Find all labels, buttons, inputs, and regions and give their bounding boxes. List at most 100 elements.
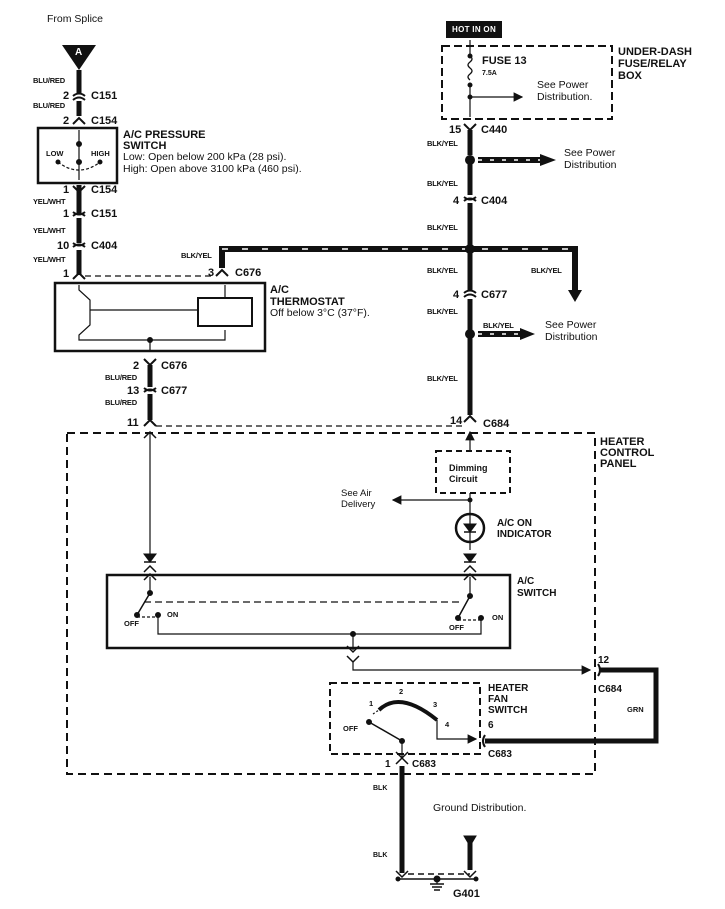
see-power-link-2[interactable]: See Power — [564, 147, 616, 159]
connector-label: C151 — [91, 208, 118, 220]
connector-label: C677 — [161, 385, 188, 397]
wire-color-label: YEL/WHT — [33, 197, 66, 206]
connector-label: C676 — [235, 267, 262, 279]
fan-off-label: OFF — [343, 724, 358, 733]
thermostat-box — [53, 281, 267, 353]
wire-color-label: BLK/YEL — [427, 307, 458, 316]
fuse-box-title-3: BOX — [618, 70, 642, 82]
pin-label: 1 — [385, 759, 391, 770]
connector-label: C676 — [161, 360, 188, 372]
connector-label: C683 — [412, 759, 436, 770]
see-power-link-1b[interactable]: Distribution. — [537, 91, 593, 103]
pressure-switch-low-spec: Low: Open below 200 kPa (28 psi). — [123, 151, 287, 163]
thermostat-title-2: THERMOSTAT — [270, 296, 345, 308]
from-splice-label: From Splice — [47, 13, 104, 25]
wire-color-label: BLK/YEL — [427, 374, 458, 383]
ground-wire — [395, 766, 479, 882]
ac-indicator-label-2: INDICATOR — [497, 529, 552, 540]
power-branch-2 — [465, 328, 535, 340]
off-label: OFF — [449, 623, 464, 632]
wire-color-label: BLK/YEL — [483, 321, 514, 330]
pin-label: 1 — [63, 268, 70, 280]
ground-icon — [430, 875, 444, 891]
wire-color-label: YEL/WHT — [33, 226, 66, 235]
wire-color-label: BLU/RED — [33, 76, 65, 85]
high-label: HIGH — [91, 149, 110, 158]
pin-label: 4 — [453, 195, 460, 207]
indicator-circuit — [391, 430, 511, 581]
pin-label: 2 — [133, 360, 140, 372]
pin-label: 2 — [63, 115, 70, 127]
pin-label: 1 — [63, 184, 70, 196]
see-power-link-3b[interactable]: Distribution — [545, 331, 598, 343]
heater-panel-title-3: PANEL — [600, 458, 637, 470]
pressure-switch-box — [36, 126, 119, 185]
fan-switch-title-1: HEATER — [488, 683, 529, 694]
heater-fan-switch — [329, 682, 481, 765]
ac-indicator-label-1: A/C ON — [497, 518, 532, 529]
low-label: LOW — [46, 149, 64, 158]
see-air-delivery-link-b[interactable]: Delivery — [341, 499, 376, 510]
see-power-link-3[interactable]: See Power — [545, 319, 597, 331]
fuse-name: FUSE 13 — [482, 55, 527, 67]
ac-switch-box — [105, 573, 592, 675]
see-power-link-1[interactable]: See Power — [537, 79, 589, 91]
pin-label: 11 — [127, 417, 139, 429]
pin-label: 13 — [127, 385, 140, 397]
wire-color-label: BLK/YEL — [427, 139, 458, 148]
connector-label: C440 — [481, 124, 508, 136]
fuse-box — [441, 40, 613, 120]
thermostat-title-1: A/C — [270, 284, 289, 296]
fan-switch-title-2: FAN — [488, 694, 508, 705]
see-air-delivery-link[interactable]: See Air — [341, 488, 372, 499]
connector-label: C404 — [481, 195, 508, 207]
ground-distribution-link[interactable]: Ground Distribution. — [433, 802, 527, 814]
splice-letter: A — [75, 47, 83, 58]
connector-label: C677 — [481, 289, 508, 301]
wire-color-label: BLK/YEL — [427, 223, 458, 232]
wire-color-label: BLK/YEL — [427, 179, 458, 188]
wire-color-label: BLK — [373, 785, 388, 792]
connector-label: C404 — [91, 240, 118, 252]
wire-color-label: BLK — [373, 852, 388, 859]
pin-label: 10 — [57, 240, 70, 252]
connector-label: C154 — [91, 115, 118, 127]
heater-panel-title-2: CONTROL — [600, 447, 655, 459]
ac-switch-title-2: SWITCH — [517, 588, 557, 599]
connector-label: C684 — [483, 418, 510, 430]
left-switch-feed — [143, 430, 157, 581]
wire-color-label: BLK/YEL — [181, 251, 212, 260]
fuse-rating: 7.5A — [482, 70, 497, 77]
pin-label: 14 — [450, 415, 463, 427]
fan-pos-4: 4 — [445, 720, 450, 729]
wire-color-label: BLK/YEL — [531, 266, 562, 275]
wire-color-label: BLK/YEL — [427, 266, 458, 275]
thermostat-lower-chain — [143, 358, 465, 427]
pin-label: 6 — [488, 720, 494, 731]
wire-color-label: BLU/RED — [105, 373, 137, 382]
left-wire-chain — [72, 70, 86, 280]
wire-color-label: YEL/WHT — [33, 255, 66, 264]
heater-control-panel-box — [66, 432, 596, 775]
grn-wire — [482, 663, 659, 748]
thermostat-spec: Off below 3°C (37°F). — [270, 307, 370, 319]
pin-label: 3 — [208, 267, 215, 279]
pin-label: 15 — [449, 124, 462, 136]
pressure-switch-high-spec: High: Open above 3100 kPa (460 psi). — [123, 163, 302, 175]
ac-switch-title-1: A/C — [517, 576, 535, 587]
wire-color-label: BLU/RED — [105, 398, 137, 407]
pressure-switch-title-1: A/C PRESSURE — [123, 129, 206, 141]
wire-color-label: GRN — [627, 705, 644, 714]
on-label: ON — [492, 613, 504, 622]
pin-label: 2 — [63, 90, 70, 102]
power-branch-1 — [465, 154, 556, 166]
fuse-box-title-1: UNDER-DASH — [618, 46, 692, 58]
hot-in-on-badge: HOT IN ON — [446, 21, 503, 38]
heater-panel-title-1: HEATER — [600, 436, 645, 448]
pressure-switch-title-2: SWITCH — [123, 140, 167, 152]
see-power-link-2b[interactable]: Distribution — [564, 159, 617, 171]
fan-switch-title-3: SWITCH — [488, 705, 528, 716]
connector-label: C151 — [91, 90, 118, 102]
splice-a-icon — [62, 45, 96, 70]
